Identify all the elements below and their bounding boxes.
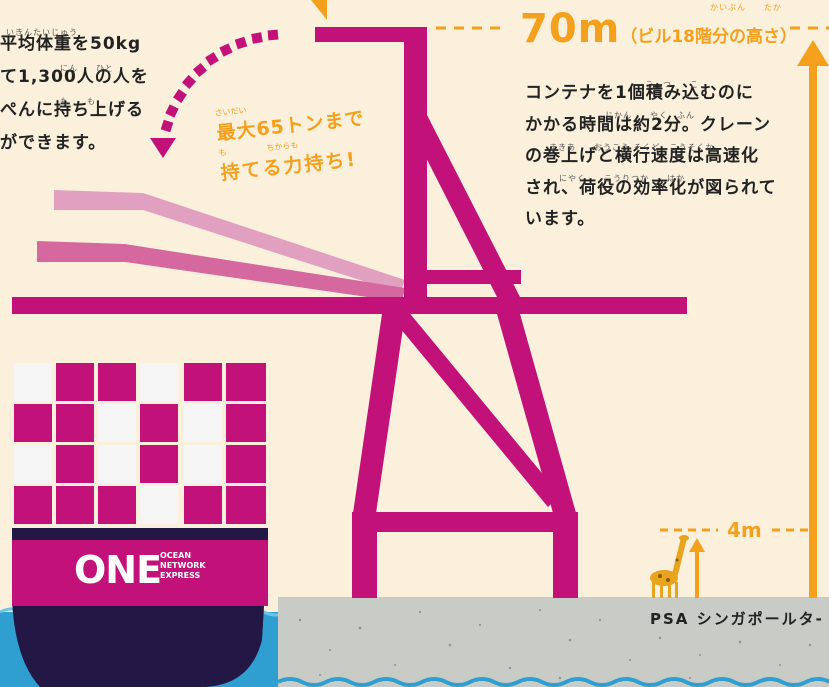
giraffe-icon bbox=[650, 535, 689, 598]
height-ruby: かいぶん たか bbox=[710, 3, 782, 12]
gantry-crane bbox=[12, 27, 687, 598]
right-ruby-3: まきあ おうこう そくど こうそくか bbox=[549, 143, 715, 152]
lift-capacity-callout: さいだい 最大65トンまで も ちからも 持てる力持ち! bbox=[214, 92, 370, 185]
left-line-2: て1,300人の人を bbox=[0, 67, 149, 87]
boom-raised-2 bbox=[37, 241, 405, 302]
left-description: いきんたいじゅう 平均体重を50kg にん ひと て1,300人の人を も も … bbox=[0, 28, 149, 160]
curved-arrow bbox=[150, 29, 279, 158]
quay-ground bbox=[278, 597, 829, 687]
terminal-label: PSA シンガポールタ- bbox=[650, 610, 824, 628]
giraffe-height-label: 4m bbox=[727, 518, 762, 542]
right-line-4: され、荷役の効率化が図られて bbox=[525, 177, 777, 198]
right-description: こ つ こ コンテナを1個積み込むのに じかん やく ふん かかる時間は約2分。… bbox=[525, 78, 777, 236]
left-ruby-1: いきんたいじゅう bbox=[6, 28, 78, 37]
left-line-4: ができます。 bbox=[0, 133, 107, 153]
boom-raised-1 bbox=[54, 190, 405, 293]
left-ruby-2: にん ひと bbox=[60, 64, 114, 73]
ship-logo-brand: ONE bbox=[74, 548, 162, 592]
height-note: （ビル18階分の高さ） bbox=[620, 27, 798, 47]
height-label: かいぶん たか 70m（ビル18階分の高さ） bbox=[520, 3, 798, 52]
right-ruby-1: こ つ こ bbox=[645, 80, 699, 89]
height-value: 70m bbox=[520, 6, 621, 52]
right-line-3: の巻上げと横行速度は高速化 bbox=[525, 146, 759, 166]
right-ruby-2: じかん やく ふん bbox=[605, 111, 695, 120]
ship-logo-sub: OCEAN NETWORK EXPRESS bbox=[160, 551, 206, 581]
right-line-2: かかる時間は約2分。クレーン bbox=[525, 114, 771, 135]
quay-wave bbox=[277, 677, 829, 687]
ship-logo-line-3: EXPRESS bbox=[160, 571, 201, 580]
left-line-1: 平均体重を50kg bbox=[0, 34, 142, 54]
ground-speckles bbox=[298, 609, 812, 680]
right-ruby-4: にやく こうりつか はか bbox=[559, 174, 686, 183]
ship-logo-line-1: OCEAN bbox=[160, 551, 192, 560]
ship-logo-line-2: NETWORK bbox=[160, 561, 206, 570]
height-arrow-head bbox=[797, 40, 829, 66]
ship-hull-band bbox=[12, 540, 268, 606]
container-stack bbox=[14, 363, 266, 524]
right-line-5: います。 bbox=[525, 209, 596, 229]
left-ruby-3: も も bbox=[60, 97, 96, 106]
top-arrow-tip bbox=[311, 0, 327, 20]
left-line-3: ぺんに持ち上げる bbox=[0, 100, 144, 120]
giraffe-arrow-head bbox=[689, 538, 705, 552]
ship-deck bbox=[12, 528, 268, 540]
right-line-1: コンテナを1個積み込むのに bbox=[525, 83, 754, 103]
